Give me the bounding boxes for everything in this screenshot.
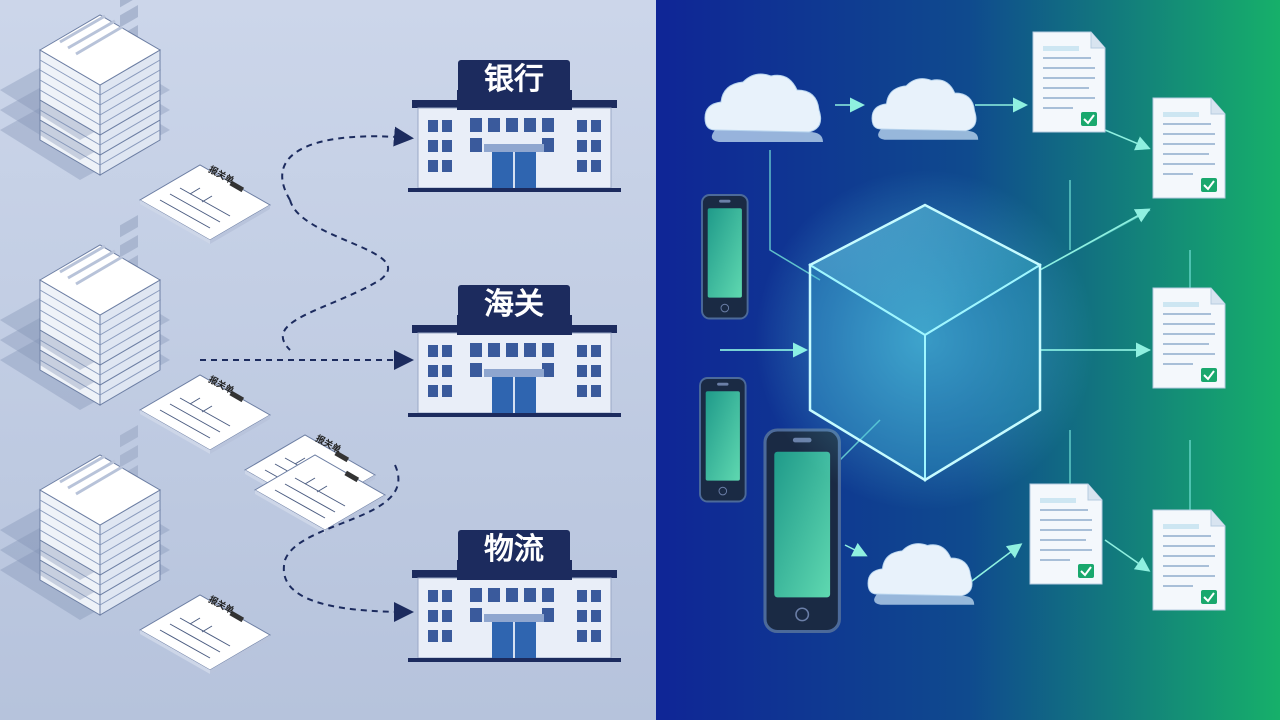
verified-document-2: [1152, 97, 1226, 199]
phone-2: [699, 377, 747, 503]
flow-arrow-connector: [281, 199, 390, 351]
verified-document-1: [1032, 31, 1106, 133]
verified-document-3: [1152, 287, 1226, 389]
customs-label: 海关: [458, 285, 570, 325]
logistics-building: [407, 559, 622, 663]
phone-1: [701, 194, 749, 320]
verified-document-4: [1029, 483, 1103, 585]
logistics-label: 物流: [458, 530, 570, 570]
customs-building: [407, 314, 622, 418]
bank-label: 银行: [458, 60, 570, 100]
flow-arrow-logistics: [282, 464, 414, 622]
verified-document-5: [1152, 509, 1226, 611]
blockchain-cube: [755, 170, 1095, 510]
bank-building: [407, 89, 622, 193]
